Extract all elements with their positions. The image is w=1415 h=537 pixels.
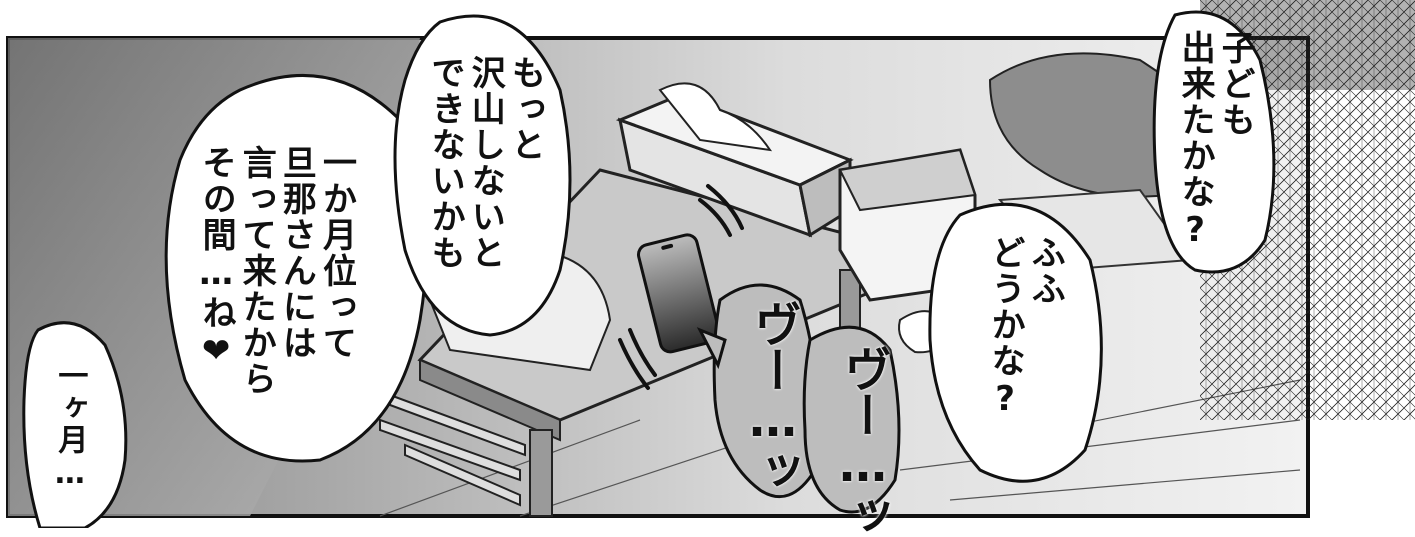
bubble-right-top <box>1152 10 1276 274</box>
speech-right-top: 子ども 出来たかな? <box>1175 30 1256 252</box>
speech-far-left: 一ヶ月… <box>52 360 88 493</box>
bubble-center <box>393 14 572 337</box>
bubble-far-left <box>22 321 128 530</box>
sfx-vibration-1: ヴー…ッ <box>745 300 801 492</box>
bubble-right-middle <box>928 202 1103 483</box>
speech-right-middle: ふふ どうかな? <box>985 235 1066 421</box>
speech-left: 一か月位って 旦那さんには 言って来たから その間…ね❤ <box>196 145 357 397</box>
sfx-vibration-2: ヴー…ッ <box>835 345 891 537</box>
speech-center: もっと 沢山しないと できないかも <box>425 55 546 271</box>
phone <box>636 233 721 354</box>
